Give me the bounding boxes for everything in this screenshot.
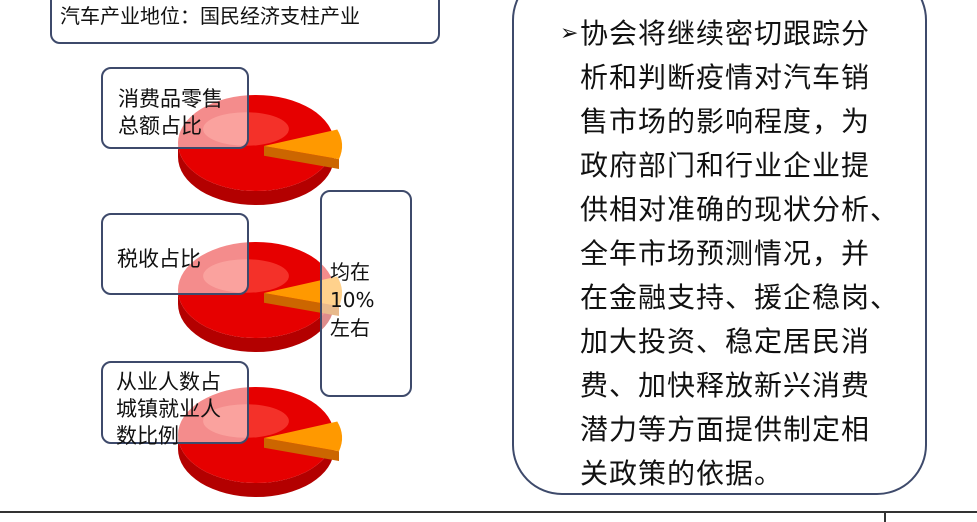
footer-tick: [884, 512, 886, 522]
pie-share-slice-side: [264, 438, 339, 461]
share-annotation-box: 均在 10% 左右: [320, 190, 412, 397]
pie-label-text: 消费品零售 总额占比: [118, 87, 223, 138]
title-text: 汽车产业地位：国民经济支柱产业: [60, 4, 360, 28]
pie-label-text: 从业人数占 城镇就业人 数比例: [116, 370, 221, 448]
pie-label-tax-share: 税收占比: [101, 213, 249, 295]
title-box: 汽车产业地位：国民经济支柱产业: [50, 0, 440, 44]
statement-text: 协会将继续密切跟踪分 析和判断疫情对汽车销 售市场的影响程度，为 政府部门和行业…: [580, 17, 900, 490]
pie-side: [178, 435, 334, 497]
pie-share-slice: [264, 129, 342, 160]
pie-side: [178, 290, 334, 352]
statement-box: [512, 0, 927, 495]
pie-share-slice-side: [264, 146, 339, 169]
bullet-arrow-icon: ➢: [560, 21, 579, 46]
pie-label-retail-share: 消费品零售 总额占比: [101, 67, 249, 149]
pie-side: [178, 143, 334, 205]
footer-divider: [0, 511, 977, 513]
pie-label-employment-share: 从业人数占 城镇就业人 数比例: [101, 361, 249, 448]
pie-share-slice: [264, 421, 342, 452]
pie-label-text: 税收占比: [117, 247, 201, 271]
share-annotation-text: 均在 10% 左右: [330, 260, 375, 340]
